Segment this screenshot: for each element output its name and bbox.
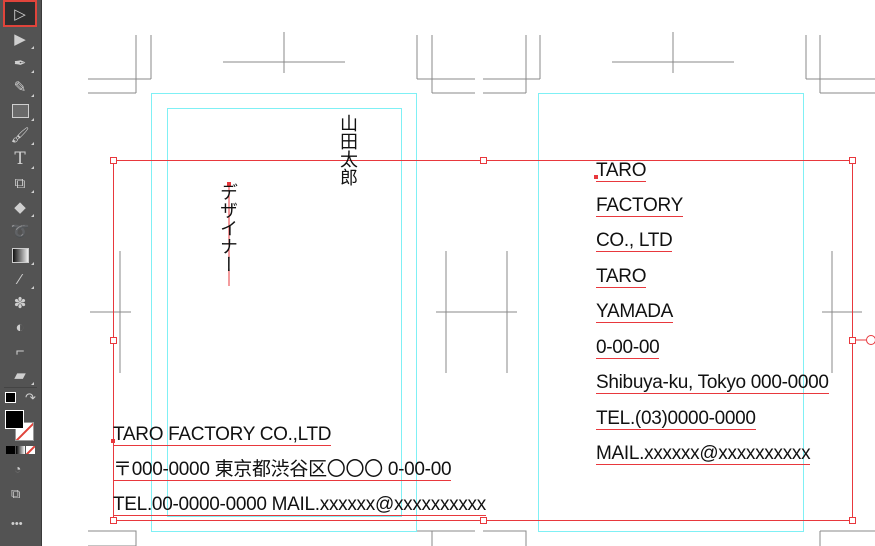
draw-mode-icon[interactable]: ◔ (14, 462, 22, 476)
puppet-warp-icon: ✽ (13, 295, 27, 312)
back-line[interactable]: TARO (596, 266, 647, 288)
handle-top-middle (480, 157, 487, 164)
fill-swatch[interactable] (5, 410, 24, 429)
shape-builder-icon: ◐ (15, 318, 25, 336)
front-title[interactable]: デザイナー (218, 183, 238, 273)
toolbar-divider (4, 387, 37, 388)
crop-mark-bottom-mid-right (483, 530, 527, 546)
eyedropper-icon: ⁄ (18, 270, 22, 288)
front-line[interactable]: TARO FACTORY CO.,LTD (113, 424, 332, 446)
gradient-mode-icon[interactable] (16, 446, 25, 454)
paintbrush-tool-button[interactable]: 🖌 (6, 124, 34, 146)
handle-top-left (110, 157, 117, 164)
front-line[interactable]: TEL.00-0000-0000 MAIL.xxxxxx@xxxxxxxxxx (113, 494, 486, 516)
back-line[interactable]: TEL.(03)0000-0000 (596, 408, 756, 430)
back-line[interactable]: TARO (596, 160, 647, 182)
gradient-icon (11, 247, 29, 263)
back-line[interactable]: CO., LTD (596, 230, 673, 252)
scale-tool-button[interactable]: ⧉ (6, 172, 34, 194)
handle-middle-left (110, 337, 117, 344)
lasso-tool-button[interactable]: ➰ (6, 220, 34, 242)
handle-bottom-left (110, 517, 117, 524)
crop-mark-bottom-left (88, 530, 137, 546)
edit-toolbar-button[interactable]: ••• (11, 518, 23, 530)
back-line[interactable]: Shibuya-ku, Tokyo 000-0000 (596, 372, 829, 394)
rectangle-icon (11, 104, 29, 118)
color-mode-buttons[interactable] (6, 446, 35, 454)
back-line[interactable]: MAIL.xxxxxx@xxxxxxxxxx (596, 443, 811, 465)
rotate-handle[interactable] (866, 335, 875, 345)
direct-selection-tool-button[interactable]: ▶ (6, 28, 34, 50)
pen-tool-button[interactable]: ✒ (6, 52, 34, 74)
artboard-icon: ⌐ (15, 342, 25, 360)
handle-top-right (849, 157, 856, 164)
register-mark-right (822, 251, 862, 373)
handle-middle-right (849, 337, 856, 344)
swap-colors-icon[interactable]: ↷ (25, 390, 36, 405)
shape-builder-tool-button[interactable]: ◐ (6, 316, 34, 338)
gradient-tool-button[interactable] (6, 244, 34, 266)
tools-panel: ▷ ▶ ✒ ✎ 🖌 T ⧉ ◆ ➰ ⁄ ✽ ◐ ⌐ ▰ ↷ ◔ ⧉ ••• (0, 0, 42, 546)
crop-marks (88, 32, 875, 546)
puppet-warp-tool-button[interactable]: ✽ (6, 292, 34, 314)
front-card-bleed (151, 93, 417, 532)
artboard-tool-button[interactable]: ⌐ (6, 340, 34, 362)
front-name[interactable]: 山田太郎 (338, 114, 358, 186)
pen-icon: ✒ (13, 55, 27, 72)
crop-mark-top-left (88, 35, 152, 94)
eyedropper-tool-button[interactable]: ⁄ (6, 268, 34, 290)
paintbrush-icon: 🖌 (10, 127, 30, 144)
crop-mark-bottom-right (819, 530, 875, 546)
crop-mark-top-mid-left (416, 35, 475, 94)
back-line[interactable]: FACTORY (596, 195, 683, 217)
register-mark-top-right (612, 32, 734, 73)
crop-mark-top-right (805, 35, 875, 94)
register-mark-middle (436, 251, 517, 373)
artboard-canvas[interactable] (42, 0, 875, 546)
front-card-margin (167, 108, 402, 517)
register-mark-left (90, 251, 131, 373)
type-tool-button[interactable]: T (6, 148, 34, 170)
crop-mark-bottom-mid-left (417, 530, 475, 546)
eraser-icon: ◆ (14, 199, 26, 216)
handle-bottom-right (849, 517, 856, 524)
arrow-icon: ▷ (14, 5, 26, 23)
ruler-tool-button[interactable]: ▰ (6, 364, 34, 386)
default-colors-icon[interactable] (5, 392, 16, 403)
rectangle-tool-button[interactable] (6, 100, 34, 122)
lasso-icon: ➰ (10, 223, 30, 240)
direct-arrow-icon: ▶ (14, 31, 26, 48)
front-line[interactable]: 〒000-0000 東京都渋谷区〇〇〇 0-00-00 (113, 459, 452, 481)
type-icon: T (14, 149, 26, 169)
eraser-tool-button[interactable]: ◆ (6, 196, 34, 218)
back-line[interactable]: 0-00-00 (596, 337, 660, 359)
guides (151, 93, 804, 532)
back-card-bleed (538, 93, 804, 532)
selection-bounding-box[interactable] (110, 157, 875, 524)
selection-tool-button[interactable]: ▷ (3, 0, 37, 27)
register-mark-top-left (223, 32, 345, 73)
none-icon[interactable] (26, 446, 35, 454)
handle-bottom-middle (480, 517, 487, 524)
back-line[interactable]: YAMADA (596, 301, 674, 323)
scale-icon: ⧉ (14, 174, 26, 192)
crop-mark-top-mid-right (483, 35, 541, 94)
curvature-pen-icon: ✎ (13, 79, 27, 96)
color-icon[interactable] (6, 446, 15, 454)
ruler-icon: ▰ (14, 367, 26, 384)
curvature-tool-button[interactable]: ✎ (6, 76, 34, 98)
screen-mode-icon[interactable]: ⧉ (11, 486, 21, 501)
